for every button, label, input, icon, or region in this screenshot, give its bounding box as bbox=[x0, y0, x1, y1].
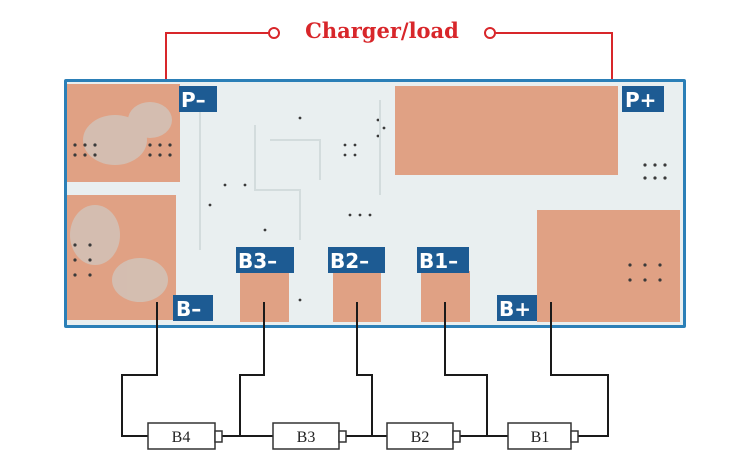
cell-label-b3: B3 bbox=[297, 429, 316, 446]
b3-minus-label: B3– bbox=[238, 249, 277, 273]
b1-minus-label: B1– bbox=[419, 249, 458, 273]
wire-b-minus bbox=[121, 302, 158, 437]
battery-cell-b2: B2 bbox=[386, 422, 461, 450]
p-plus-label-bg bbox=[622, 86, 664, 112]
b2-minus-label: B2– bbox=[330, 249, 369, 273]
p-minus-label-bg bbox=[179, 86, 217, 112]
charger-wire-right bbox=[496, 32, 613, 96]
b-plus-label-bg bbox=[497, 295, 537, 321]
b3-minus-label-bg bbox=[236, 247, 294, 273]
cell-label-b2: B2 bbox=[411, 429, 430, 446]
wire-b-plus bbox=[550, 302, 609, 437]
b2-minus-label-bg bbox=[328, 247, 385, 273]
b1-minus-label-bg bbox=[417, 247, 469, 273]
b-minus-label-bg bbox=[173, 295, 213, 321]
pcb-board: P– P+ B– B3– B2– B1– B+ bbox=[64, 79, 686, 328]
battery-cell-b4: B4 bbox=[147, 422, 223, 450]
pcb-labels: P– P+ B– B3– B2– B1– B+ bbox=[173, 86, 664, 321]
b-plus-label: B+ bbox=[499, 297, 531, 321]
battery-wiring bbox=[121, 302, 609, 437]
wire-b3-minus bbox=[239, 302, 265, 436]
pad-texture bbox=[70, 102, 172, 302]
charger-load-title: Charger/load bbox=[305, 18, 459, 43]
charger-load-wiring: Charger/load bbox=[165, 18, 613, 96]
battery-cell-b3: B3 bbox=[272, 422, 347, 450]
cell-label-b4: B4 bbox=[172, 429, 191, 446]
copper-pad-top-right bbox=[395, 86, 618, 175]
copper-pad-bottom-right bbox=[537, 210, 680, 322]
cell-label-b1: B1 bbox=[531, 429, 550, 446]
via-holes bbox=[73, 116, 667, 302]
b-minus-label: B– bbox=[176, 297, 201, 321]
charger-wire-left bbox=[165, 32, 268, 96]
wire-b1-minus bbox=[444, 302, 488, 436]
faint-traces bbox=[199, 100, 381, 250]
p-minus-label: P– bbox=[181, 88, 206, 112]
p-plus-label: P+ bbox=[625, 88, 656, 112]
wire-b2-minus bbox=[356, 302, 373, 436]
terminal-right-circle bbox=[484, 27, 496, 39]
terminal-left-circle bbox=[268, 27, 280, 39]
battery-cell-b1: B1 bbox=[507, 422, 579, 450]
battery-cells: B4 B3 B2 B1 bbox=[147, 422, 579, 450]
